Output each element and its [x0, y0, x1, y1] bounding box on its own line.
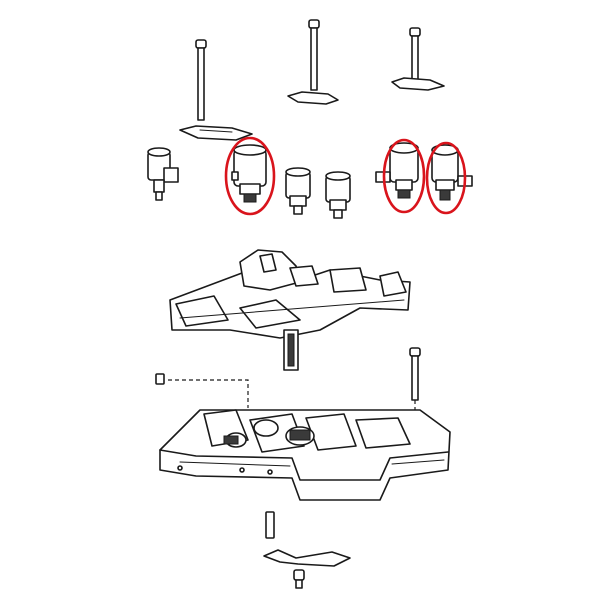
solenoid-2 — [231, 144, 267, 203]
bracket-right — [391, 77, 445, 91]
highlight-ring-solenoid-2 — [224, 136, 276, 216]
highlight-ring-solenoid-5 — [382, 138, 426, 214]
bolt-center — [308, 19, 320, 91]
bracket-bottom — [263, 549, 351, 567]
pin-bottom — [265, 511, 275, 539]
separator-plate — [169, 249, 411, 371]
bracket-left — [179, 125, 253, 141]
bracket-center — [287, 91, 339, 105]
highlight-ring-solenoid-6 — [425, 141, 467, 215]
bolt-bottom — [293, 569, 305, 589]
solenoid-4 — [325, 171, 351, 219]
solenoid-1 — [147, 147, 179, 201]
pin-dash-line — [168, 379, 249, 408]
bolt-mid — [409, 347, 421, 401]
bolt-left — [195, 39, 207, 121]
valve-body — [159, 409, 451, 501]
solenoid-5 — [375, 142, 419, 199]
solenoid-3 — [285, 167, 311, 215]
bolt-right — [409, 27, 421, 83]
pin — [155, 373, 165, 385]
